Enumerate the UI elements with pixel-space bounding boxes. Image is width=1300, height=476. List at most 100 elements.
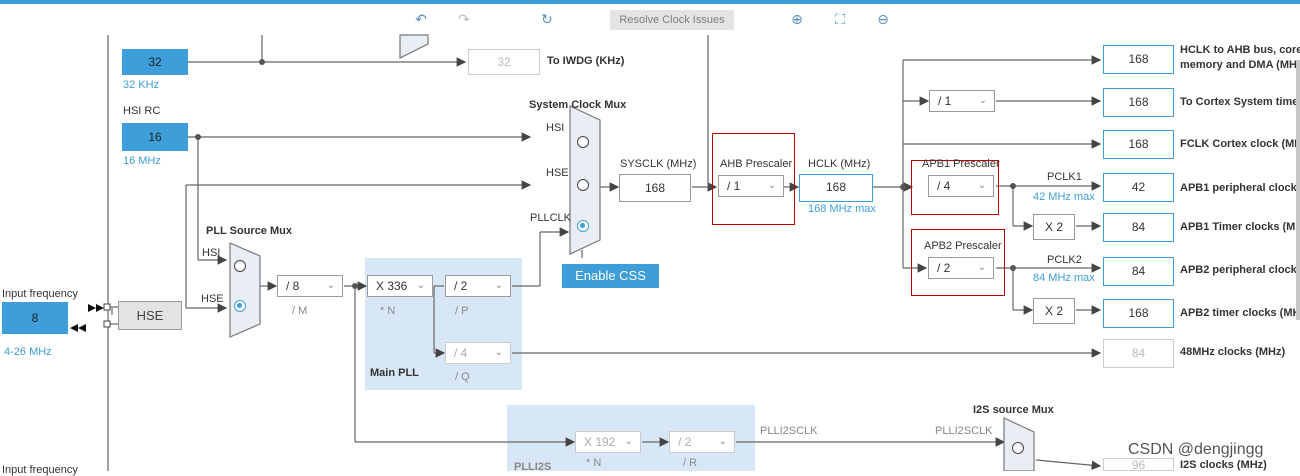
- input-frequency-range: 4-26 MHz: [4, 346, 52, 358]
- cortex-timer-output[interactable]: 168: [1103, 88, 1174, 117]
- apb1-peripheral-output[interactable]: 42: [1103, 173, 1174, 202]
- chevron-down-icon: ⌄: [977, 180, 986, 191]
- sys-mux-hse-label: HSE: [546, 167, 569, 179]
- i2s-mux-pll-radio[interactable]: [1012, 442, 1024, 454]
- vertical-scrollbar[interactable]: [1296, 60, 1300, 320]
- hclk-max: 168 MHz max: [808, 203, 876, 215]
- plli2s-title: PLLI2S: [514, 461, 552, 473]
- resolve-clock-issues-button[interactable]: Resolve Clock Issues: [610, 10, 734, 30]
- top-accent-bar: [0, 0, 1300, 4]
- plli2s-r-value: / 2: [678, 435, 692, 449]
- zoom-in-icon[interactable]: ⊕: [791, 12, 803, 28]
- refresh-icon[interactable]: ↻: [541, 12, 553, 28]
- fit-screen-icon[interactable]: ⛶: [835, 12, 845, 28]
- apb2-peripheral-output[interactable]: 84: [1103, 257, 1174, 286]
- pll-p-label: / P: [455, 305, 469, 317]
- pll-q-value: / 4: [454, 346, 468, 360]
- sys-mux-hse-radio[interactable]: [577, 179, 589, 191]
- plli2s-n-label: * N: [586, 457, 602, 469]
- hclk-ahb-label: HCLK to AHB bus, core,: [1180, 44, 1300, 56]
- zoom-out-icon[interactable]: ⊖: [877, 12, 889, 28]
- sys-mux-pllclk-label: PLLCLK: [530, 212, 571, 224]
- sys-mux-hsi-label: HSI: [546, 122, 565, 134]
- apb1-max: 42 MHz max: [1033, 191, 1095, 203]
- pll-p-select[interactable]: / 2 ⌄: [445, 275, 511, 297]
- pll-mux-hse-label: HSE: [201, 293, 224, 305]
- hclk-ahb-output[interactable]: 168: [1103, 45, 1174, 74]
- redo-icon[interactable]: ↷: [458, 12, 470, 28]
- apb2-timer-label: APB2 timer clocks (MH: [1180, 307, 1300, 319]
- iwdg-value: 32: [468, 49, 540, 75]
- apb2-max: 84 MHz max: [1033, 272, 1095, 284]
- fclk-output[interactable]: 168: [1103, 130, 1174, 159]
- i2s-source-mux-title: I2S source Mux: [973, 404, 1054, 416]
- chevron-down-icon: ⌄: [326, 280, 335, 291]
- chevron-down-icon: ⌄: [494, 280, 503, 291]
- apb1-prescaler-value: / 4: [937, 179, 951, 193]
- fclk-label: FCLK Cortex clock (MH: [1180, 138, 1300, 150]
- lse-freq: 32 KHz: [123, 79, 160, 91]
- sys-mux-hsi-radio[interactable]: [577, 136, 589, 148]
- pll-q-select[interactable]: / 4 ⌄: [445, 342, 511, 364]
- apb2-timer-output[interactable]: 168: [1103, 299, 1174, 328]
- 48mhz-output: 84: [1103, 339, 1174, 368]
- pll-m-select[interactable]: / 8⌄: [277, 275, 343, 297]
- chevron-down-icon: ⌄: [624, 436, 633, 447]
- apb2-peripheral-label: APB2 peripheral clocks: [1180, 264, 1300, 276]
- cortex-timer-label: To Cortex System timer: [1180, 96, 1300, 108]
- apb2-prescaler-value: / 2: [937, 261, 951, 275]
- apb1-timer-label: APB1 Timer clocks (MH: [1180, 221, 1300, 233]
- sysclk-label: SYSCLK (MHz): [620, 158, 697, 170]
- input-frequency-value[interactable]: 8: [2, 302, 68, 334]
- chevron-down-icon: ⌄: [718, 436, 727, 447]
- chevron-down-icon: ⌄: [494, 347, 503, 358]
- apb1-prescaler-select[interactable]: / 4 ⌄: [928, 175, 994, 197]
- hse-block: HSE: [118, 301, 182, 330]
- apb2-timer-multiplier: X 2: [1033, 298, 1075, 324]
- apb2-prescaler-select[interactable]: / 2⌄: [928, 257, 994, 279]
- sys-mux-pllclk-radio[interactable]: [577, 220, 589, 232]
- lse-value[interactable]: 32: [122, 49, 188, 75]
- enable-css-button[interactable]: Enable CSS: [562, 264, 659, 288]
- hsi-title: HSI RC: [123, 105, 161, 117]
- plli2s-r-select[interactable]: / 2 ⌄: [669, 431, 735, 453]
- pll-q-label: / Q: [455, 371, 470, 383]
- chevron-down-icon: ⌄: [978, 95, 987, 106]
- ahb-prescaler-select[interactable]: / 1⌄: [718, 175, 784, 197]
- ahb-prescaler-label: AHB Prescaler: [720, 158, 793, 170]
- hclk-value[interactable]: 168: [799, 174, 873, 202]
- 48mhz-label: 48MHz clocks (MHz): [1180, 346, 1286, 358]
- cortex-divider-value: / 1: [938, 94, 952, 108]
- hclk-ahb-label-2: memory and DMA (MHz: [1180, 59, 1300, 71]
- i2s-label: I2S clocks (MHz): [1180, 459, 1267, 471]
- main-pll-title: Main PLL: [370, 367, 419, 379]
- pll-source-mux-title: PLL Source Mux: [206, 225, 292, 237]
- chevron-down-icon: ⌄: [767, 180, 776, 191]
- apb1-prescaler-label: APB1 Prescaler: [922, 158, 1000, 170]
- i2s-output: 96: [1103, 458, 1174, 472]
- apb1-highlight-box: [911, 160, 999, 215]
- chevron-down-icon: ⌄: [416, 280, 425, 291]
- cortex-timer-divider-select[interactable]: / 1 ⌄: [929, 90, 995, 112]
- apb1-peripheral-label: APB1 peripheral clocks: [1180, 182, 1300, 194]
- hclk-label: HCLK (MHz): [808, 158, 871, 170]
- input-frequency-label-2: Input frequency: [2, 464, 78, 476]
- pll-mux-hse-radio[interactable]: [234, 300, 246, 312]
- plli2sclk-label: PLLI2SCLK: [760, 425, 818, 437]
- ahb-highlight-box: [712, 133, 795, 225]
- iwdg-label: To IWDG (KHz): [547, 55, 625, 67]
- apb1-timer-multiplier: X 2: [1033, 214, 1075, 240]
- pll-mux-hsi-radio[interactable]: [234, 260, 246, 272]
- hsi-value[interactable]: 16: [122, 123, 188, 151]
- plli2s-n-select[interactable]: X 192⌄: [575, 431, 641, 453]
- pclk2-label: PCLK2: [1047, 254, 1082, 266]
- apb2-prescaler-label: APB2 Prescaler: [924, 240, 1002, 252]
- sysclk-value: 168: [619, 174, 691, 202]
- pll-n-select[interactable]: X 336⌄: [367, 275, 433, 297]
- pll-p-value: / 2: [454, 279, 468, 293]
- pclk1-label: PCLK1: [1047, 171, 1082, 183]
- system-clock-mux-title: System Clock Mux: [529, 99, 627, 111]
- apb1-timer-output[interactable]: 84: [1103, 213, 1174, 242]
- plli2sclk-mux-label: PLLI2SCLK: [935, 425, 993, 437]
- undo-icon[interactable]: ↶: [415, 12, 427, 28]
